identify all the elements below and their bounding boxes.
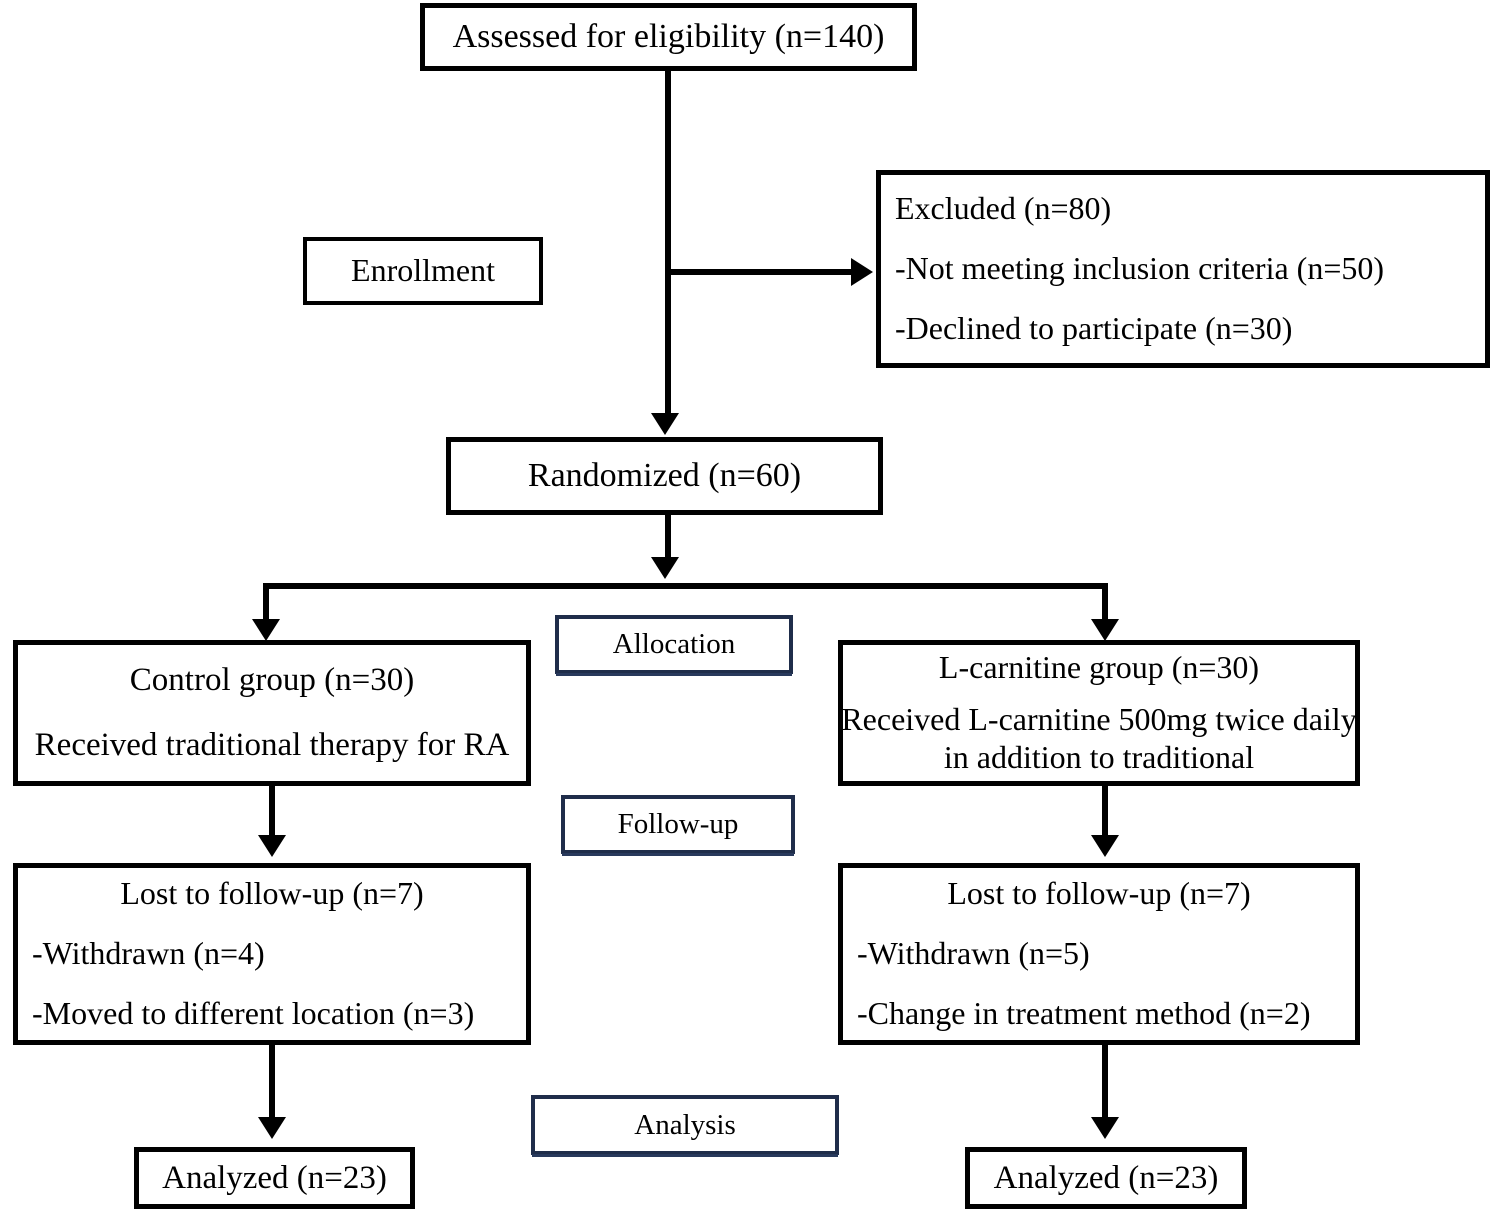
node-lcarnitine-lost-line-1: Lost to follow-up (n=7) — [947, 875, 1251, 912]
node-lcarnitine-group-line-1: L-carnitine group (n=30) — [938, 649, 1260, 686]
node-excluded-line-1: Excluded (n=80) — [895, 190, 1112, 227]
stage-label-enrollment: Enrollment — [303, 237, 543, 305]
stage-label-analysis: Analysis — [532, 1096, 838, 1154]
spacer — [843, 913, 1355, 935]
arrowhead-control-to-lost — [258, 835, 286, 857]
arrowhead-assessed-to-randomized — [651, 413, 679, 435]
node-control-analyzed: Analyzed (n=23) — [134, 1147, 415, 1209]
node-control-group-line-2: Received traditional therapy for RA — [34, 727, 510, 763]
stage-label-follow-up-text: Follow-up — [617, 808, 739, 840]
node-lcarnitine-analyzed: Analyzed (n=23) — [965, 1147, 1247, 1209]
arrowhead-split-to-lcarnitine — [1091, 619, 1119, 641]
connector-assessed-to-randomized — [665, 71, 671, 419]
node-control-lost-line-3: -Moved to different location (n=3) — [32, 994, 475, 1031]
node-excluded-line-2: -Not meeting inclusion criteria (n=50) — [895, 250, 1385, 287]
node-control-group-line-1: Control group (n=30) — [129, 662, 415, 699]
stage-label-enrollment-text: Enrollment — [351, 252, 495, 289]
node-lcarnitine-group-line-2: Received L-carnitine 500mg twice daily — [841, 701, 1357, 738]
connector-control-to-analyzed — [269, 1045, 275, 1121]
node-lcarnitine-analyzed-line-1: Analyzed (n=23) — [993, 1159, 1219, 1196]
connector-lcarnitine-to-analyzed — [1102, 1045, 1108, 1121]
node-lcarnitine-lost-to-follow-up: Lost to follow-up (n=7) -Withdrawn (n=5)… — [838, 863, 1360, 1045]
stage-label-allocation: Allocation — [556, 616, 792, 673]
arrowhead-control-to-analyzed — [258, 1117, 286, 1139]
node-randomized-line-1: Randomized (n=60) — [527, 456, 802, 494]
node-randomized: Randomized (n=60) — [446, 437, 883, 515]
arrowhead-lcarnitine-to-analyzed — [1091, 1117, 1119, 1139]
arrowhead-lcarnitine-to-lost — [1091, 835, 1119, 857]
connector-randomized-down — [665, 515, 671, 563]
node-excluded: Excluded (n=80) -Not meeting inclusion c… — [876, 170, 1490, 368]
node-excluded-line-3: -Declined to participate (n=30) — [895, 309, 1293, 346]
arrowhead-randomized-down — [651, 557, 679, 579]
spacer — [843, 973, 1355, 995]
connector-lcarnitine-to-lost — [1102, 786, 1108, 841]
node-lcarnitine-lost-line-2: -Withdrawn (n=5) — [857, 935, 1090, 972]
arrowhead-to-excluded — [851, 258, 873, 286]
connector-allocation-split-bar — [263, 583, 1108, 589]
node-lcarnitine-lost-line-3: -Change in treatment method (n=2) — [857, 994, 1311, 1031]
connector-split-to-control — [263, 583, 269, 625]
node-control-lost-to-follow-up: Lost to follow-up (n=7) -Withdrawn (n=4)… — [13, 863, 531, 1045]
stage-label-analysis-text: Analysis — [634, 1108, 736, 1141]
node-lcarnitine-group: L-carnitine group (n=30) Received L-carn… — [838, 640, 1360, 786]
node-control-analyzed-line-1: Analyzed (n=23) — [162, 1159, 387, 1196]
spacer — [18, 913, 526, 935]
stage-label-follow-up: Follow-up — [562, 796, 794, 853]
node-assessed-line-1: Assessed for eligibility (n=140) — [452, 17, 885, 55]
stage-label-allocation-text: Allocation — [612, 628, 736, 660]
node-assessed-for-eligibility: Assessed for eligibility (n=140) — [420, 3, 917, 71]
connector-to-excluded — [665, 269, 855, 275]
arrowhead-split-to-control — [252, 619, 280, 641]
connector-split-to-lcarnitine — [1102, 583, 1108, 625]
node-control-group: Control group (n=30) Received traditiona… — [13, 640, 531, 786]
spacer — [18, 973, 526, 995]
node-control-lost-line-2: -Withdrawn (n=4) — [32, 935, 265, 972]
node-control-lost-line-1: Lost to follow-up (n=7) — [120, 875, 424, 912]
node-lcarnitine-group-line-3: in addition to traditional — [943, 738, 1255, 775]
connector-control-to-lost — [269, 786, 275, 841]
